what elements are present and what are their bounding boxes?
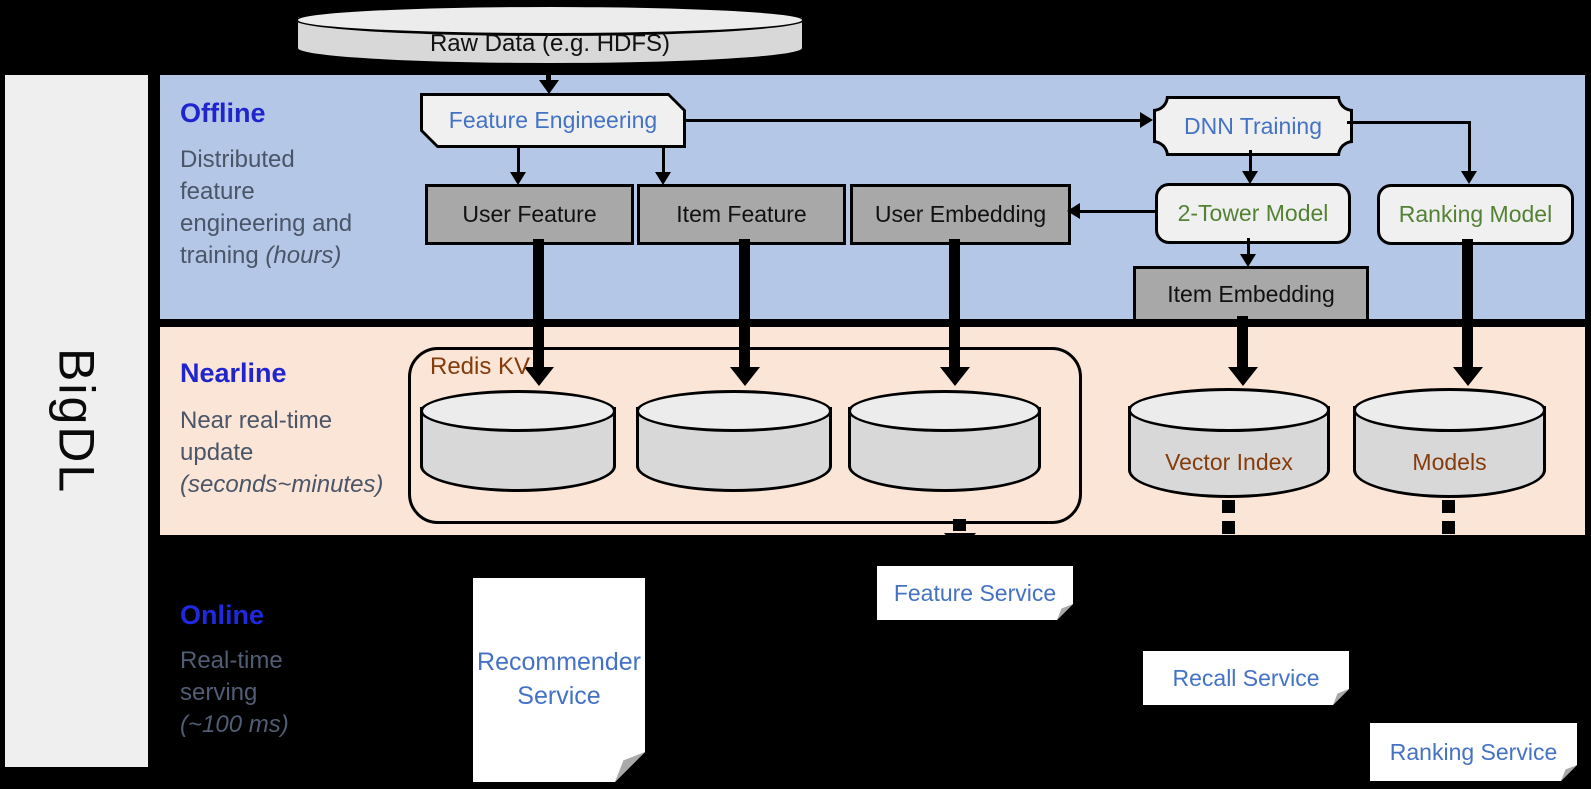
arrow-itemfeature-to-redis xyxy=(739,239,750,369)
nearline-section-title: Nearline xyxy=(180,358,287,388)
arrowhead-fe-to-userfeature xyxy=(510,172,526,185)
plaque-notch xyxy=(1337,140,1353,156)
arrowhead-userfeature-to-redis xyxy=(524,367,554,386)
recommender-service-label: Recommender Service xyxy=(477,648,641,710)
arrowhead-rawdata-to-fe xyxy=(539,80,559,94)
models-cylinder: Models xyxy=(1353,388,1546,498)
cylinder-top xyxy=(1128,388,1330,432)
redis-cylinder-3 xyxy=(848,390,1041,492)
vector-index-label: Vector Index xyxy=(1165,448,1293,475)
feature-engineering-node-fill xyxy=(423,96,683,145)
folded-corner xyxy=(615,752,645,782)
user-feature-node: User Feature xyxy=(425,184,634,245)
folded-corner xyxy=(1561,765,1577,781)
arrow-rankingmodel-to-models xyxy=(1462,239,1473,369)
arrowhead-itemembedding-to-vectorindex xyxy=(1228,367,1258,386)
arrowhead-fe-to-itemfeature xyxy=(655,172,671,185)
item-embedding-node: Item Embedding xyxy=(1133,266,1369,322)
arrow-fe-to-userfeature xyxy=(517,148,520,174)
arrow-twotower-to-itemembedding xyxy=(1247,238,1250,256)
user-feature-label: User Feature xyxy=(462,201,597,227)
item-embedding-label: Item Embedding xyxy=(1167,280,1335,307)
arrow-redis-to-featureservice-dash xyxy=(953,519,966,531)
bigdl-sidebar: BigDL xyxy=(5,75,148,767)
arrowhead-userembedding-to-redis xyxy=(940,367,970,386)
arrow-dnn-to-twotower xyxy=(1249,150,1252,173)
models-label: Models xyxy=(1412,448,1487,475)
bigdl-brand-label: BigDL xyxy=(48,347,105,495)
ranking-model-node: Ranking Model xyxy=(1377,184,1574,245)
ranking-service-node: Ranking Service xyxy=(1370,723,1577,781)
arrowhead-dnn-to-twotower xyxy=(1242,171,1258,184)
cylinder-top xyxy=(420,390,616,432)
online-section-description: Real-time serving (~100 ms) xyxy=(180,647,289,738)
feature-engineering-label: Feature Engineering xyxy=(448,107,658,133)
folded-corner xyxy=(1057,604,1073,620)
vector-index-cylinder: Vector Index xyxy=(1128,388,1330,498)
ranking-model-label: Ranking Model xyxy=(1398,201,1553,227)
arrow-fe-to-itemfeature xyxy=(662,148,665,174)
arrowhead-redis-to-featureservice xyxy=(944,533,976,552)
nearline-section-description: Near real-time update (seconds~minutes) xyxy=(180,407,384,498)
arrowhead-twotower-to-userembedding xyxy=(1067,203,1080,219)
cylinder-top xyxy=(1353,388,1546,432)
cylinder-top xyxy=(636,390,832,432)
arrow-rawdata-to-fe xyxy=(546,64,551,82)
redis-kv-container xyxy=(408,347,1082,524)
item-feature-node: Item Feature xyxy=(637,184,846,245)
redis-cylinder-2 xyxy=(636,390,832,492)
arrowhead-fe-to-dnn xyxy=(1140,112,1153,128)
arrow-models-to-ranking-dash2 xyxy=(1442,521,1455,534)
arrow-vectorindex-to-recall-dash2 xyxy=(1222,521,1235,534)
recommender-service-node: Recommender Service xyxy=(473,578,645,782)
feature-service-node: Feature Service xyxy=(877,566,1073,620)
arrow-userfeature-to-redis xyxy=(533,239,544,369)
arrow-twotower-to-userembedding xyxy=(1079,210,1155,213)
cylinder-top xyxy=(848,390,1041,432)
arrowhead-itemfeature-to-redis xyxy=(730,367,760,386)
dnn-training-node: DNN Training xyxy=(1153,96,1353,156)
arrow-dnn-to-ranking-h xyxy=(1347,121,1471,124)
arrow-fe-to-dnn xyxy=(686,119,1140,122)
arrowhead-dnn-to-ranking xyxy=(1461,171,1477,184)
arrowhead-twotower-to-itemembedding xyxy=(1240,254,1256,267)
arrowhead-rankingmodel-to-models xyxy=(1453,367,1483,386)
user-embedding-node: User Embedding xyxy=(850,184,1071,245)
arrow-models-to-ranking-dash1 xyxy=(1442,500,1455,513)
online-section-title: Online xyxy=(180,600,265,630)
arrow-vectorindex-to-recall-dash1 xyxy=(1222,500,1235,513)
plaque-notch xyxy=(1153,96,1169,112)
two-tower-model-label: 2-Tower Model xyxy=(1177,200,1329,226)
arrow-dnn-to-ranking-v xyxy=(1468,121,1471,173)
raw-data-cylinder-top xyxy=(295,4,805,36)
offline-section-title: Offline xyxy=(180,98,266,128)
redis-cylinder-1 xyxy=(420,390,616,492)
two-tower-model-node: 2-Tower Model xyxy=(1155,183,1351,244)
feature-service-label: Feature Service xyxy=(893,579,1057,606)
dnn-training-label: DNN Training xyxy=(1183,112,1323,139)
raw-data-cylinder: Raw Data (e.g. HDFS) xyxy=(295,4,805,66)
arrow-userembedding-to-redis xyxy=(949,239,960,369)
user-embedding-label: User Embedding xyxy=(874,201,1047,227)
plaque-notch xyxy=(1337,96,1353,112)
recall-service-label: Recall Service xyxy=(1172,664,1320,691)
recall-service-node: Recall Service xyxy=(1143,651,1349,705)
plaque-notch xyxy=(1153,140,1169,156)
item-feature-label: Item Feature xyxy=(676,201,807,227)
feature-engineering-node: Feature Engineering xyxy=(420,93,686,148)
arrow-itemembedding-to-vectorindex xyxy=(1237,316,1248,369)
redis-kv-label: Redis KV xyxy=(430,353,531,380)
ranking-service-label: Ranking Service xyxy=(1389,738,1558,765)
folded-corner xyxy=(1333,689,1349,705)
offline-section-description: Distributed feature engineering and trai… xyxy=(180,146,353,269)
raw-data-label: Raw Data (e.g. HDFS) xyxy=(429,30,671,57)
